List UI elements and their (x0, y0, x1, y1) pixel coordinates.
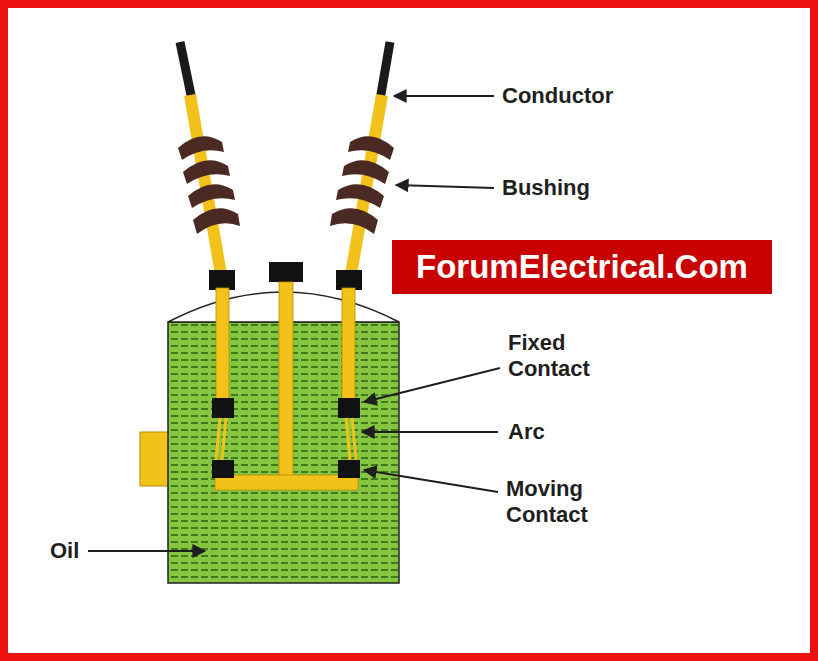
contact-rod (342, 288, 355, 400)
part-label: Moving Contact (506, 476, 626, 528)
bushing-collar (209, 270, 235, 290)
operating-rod-cap (269, 262, 303, 282)
bushing (178, 136, 240, 234)
watermark-banner: ForumElectrical.Com (392, 240, 772, 294)
moving-contact (212, 460, 234, 478)
part-label: Bushing (502, 175, 590, 201)
side-box (140, 432, 169, 486)
watermark-text: ForumElectrical.Com (416, 248, 748, 286)
bushing-collar (336, 270, 362, 290)
conductor (380, 42, 390, 100)
part-label: Conductor (502, 83, 613, 109)
part-label: Oil (50, 538, 79, 564)
arc (352, 418, 356, 460)
contact-rod (216, 288, 229, 400)
arc (222, 418, 226, 460)
leader-lines (88, 96, 500, 551)
fixed-contact (338, 398, 360, 418)
part-label: Fixed Contact (508, 330, 618, 382)
moving-contact-bar (215, 475, 358, 490)
fixed-contact (212, 398, 234, 418)
operating-rod (279, 282, 293, 476)
conductor (180, 42, 192, 100)
part-label: Arc (508, 419, 545, 445)
arc (346, 418, 350, 460)
moving-contact (338, 460, 360, 478)
bushing (330, 136, 394, 234)
arc (216, 418, 220, 460)
